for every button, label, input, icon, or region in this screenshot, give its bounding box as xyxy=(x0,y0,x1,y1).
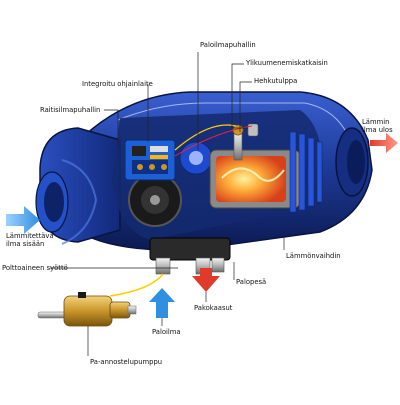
leader-lines xyxy=(50,52,285,356)
label-lammin-ilma-ulos: Lämmin ilma ulos xyxy=(362,118,393,134)
fuel-pump xyxy=(37,292,137,327)
warm-air-outlet-arrow xyxy=(370,133,398,153)
inlet-funnel xyxy=(35,127,121,245)
label-hehkutulppa: Hehkutulppa xyxy=(254,77,298,85)
exhaust-arrow xyxy=(192,268,220,292)
label-polttoaineen-syotto: Polttoaineen syöttö xyxy=(2,264,68,272)
label-integroitu-ohjainlaite: Integroitu ohjainlaite xyxy=(82,80,153,88)
label-lammitettava-ilma-sisaan: Lämmitettävä ilma sisään xyxy=(6,232,54,248)
combustion-air-arrow xyxy=(149,288,175,318)
label-paloilma: Paloilma xyxy=(152,328,181,336)
label-lammonvaihdin: Lämmönvaihdin xyxy=(286,252,341,260)
air-inlet-arrow xyxy=(6,206,40,234)
interior-cutaway xyxy=(112,110,323,240)
label-ylikuumenemiskatkaisin: Ylikuumenemiskatkaisin xyxy=(246,59,328,67)
outlet-cap xyxy=(335,127,369,197)
label-raitisilmapuhallin: Raitisilmapuhallin xyxy=(40,106,101,114)
bottom-ports xyxy=(109,237,231,297)
label-pa-annostelupumppu: Pa-annostelupumppu xyxy=(90,358,163,366)
label-palopesa: Palopesä xyxy=(236,278,267,286)
label-pakokaasut: Pakokaasut xyxy=(194,304,233,312)
label-paloilmapuhallin: Paloilmapuhallin xyxy=(200,41,256,49)
